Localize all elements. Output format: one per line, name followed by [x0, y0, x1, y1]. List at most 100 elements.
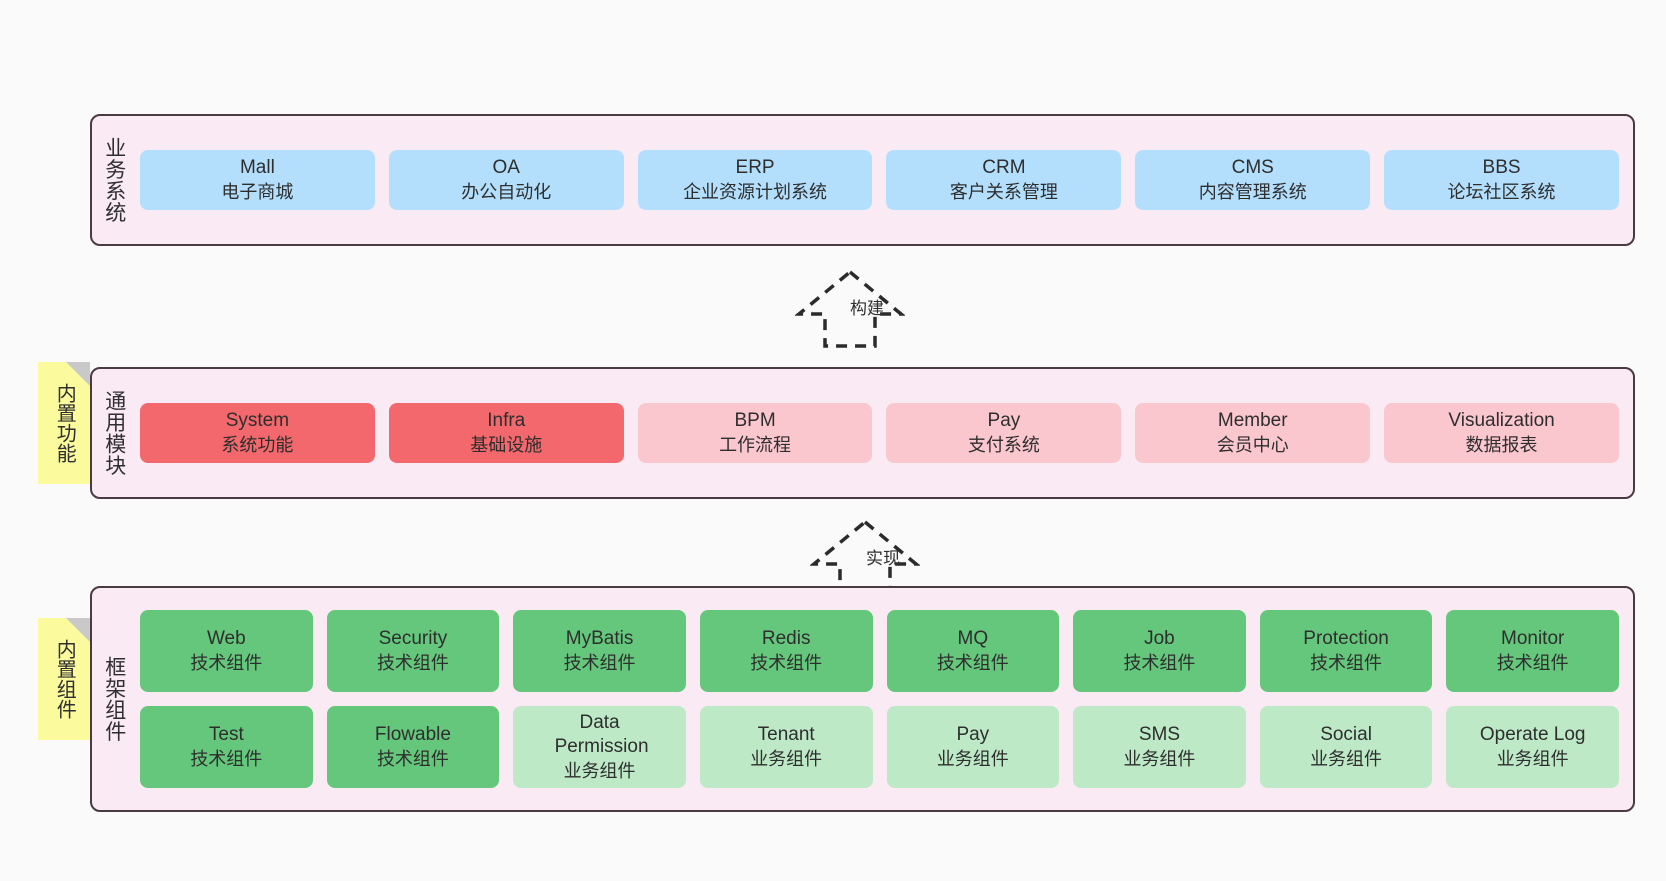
card-mybatis-subtitle: 技术组件 — [563, 652, 636, 673]
card-social-title: Social — [1320, 723, 1372, 745]
layer-common-modules-body: System 系统功能 Infra 基础设施 BPM 工作流程 Pay 支付系统… — [136, 369, 1633, 497]
card-operate-log-subtitle: 业务组件 — [1496, 748, 1569, 769]
card-security[interactable]: Security 技术组件 — [326, 610, 500, 692]
card-data-permission-subtitle: 业务组件 — [563, 761, 636, 781]
card-redis-subtitle: 技术组件 — [750, 652, 823, 673]
card-security-subtitle: 技术组件 — [376, 652, 449, 673]
card-protection-subtitle: 技术组件 — [1310, 652, 1383, 673]
card-mall[interactable]: Mall 电子商城 — [140, 149, 375, 211]
card-operate-log-title: Operate Log — [1479, 723, 1586, 745]
card-flowable-subtitle: 技术组件 — [376, 748, 449, 769]
card-web-subtitle: 技术组件 — [190, 652, 263, 673]
card-mq-subtitle: 技术组件 — [936, 652, 1009, 673]
card-pay-component-subtitle: 业务组件 — [936, 748, 1009, 769]
card-erp-title: ERP — [735, 156, 775, 178]
card-infra[interactable]: Infra 基础设施 — [388, 402, 624, 464]
card-bbs-title: BBS — [1482, 156, 1521, 178]
card-job[interactable]: Job 技术组件 — [1073, 610, 1246, 692]
card-mq[interactable]: MQ 技术组件 — [886, 610, 1060, 692]
note-builtin-features-label: 内置功能 — [53, 383, 76, 463]
card-tenant[interactable]: Tenant 业务组件 — [699, 706, 873, 788]
card-mybatis[interactable]: MyBatis 技术组件 — [513, 610, 686, 692]
card-oa-subtitle: 办公自动化 — [461, 181, 552, 202]
card-visualization-title: Visualization — [1448, 409, 1555, 431]
card-visualization-subtitle: 数据报表 — [1465, 434, 1538, 455]
card-test[interactable]: Test 技术组件 — [140, 706, 313, 788]
card-test-subtitle: 技术组件 — [190, 748, 263, 769]
card-pay-component[interactable]: Pay 业务组件 — [886, 706, 1060, 788]
card-monitor[interactable]: Monitor 技术组件 — [1446, 610, 1619, 692]
card-mall-subtitle: 电子商城 — [221, 181, 294, 202]
card-visualization[interactable]: Visualization 数据报表 — [1384, 402, 1619, 464]
card-social-subtitle: 业务组件 — [1310, 748, 1383, 769]
framework-biz-row: Test 技术组件 Flowable 技术组件 Data Permission … — [140, 706, 1619, 788]
card-pay-component-title: Pay — [956, 723, 990, 745]
card-member-subtitle: 会员中心 — [1216, 434, 1289, 455]
note-builtin-components-label: 内置组件 — [53, 639, 76, 719]
card-sms[interactable]: SMS 业务组件 — [1073, 706, 1246, 788]
layer-common-modules-label: 通用模块 — [102, 390, 126, 476]
card-data-permission[interactable]: Data Permission 业务组件 — [513, 706, 686, 788]
card-sms-title: SMS — [1138, 723, 1181, 745]
card-bpm-subtitle: 工作流程 — [719, 434, 792, 455]
card-monitor-title: Monitor — [1501, 627, 1565, 649]
card-web-title: Web — [206, 627, 246, 649]
card-pay-module-subtitle: 支付系统 — [967, 434, 1040, 455]
layer-framework-components: 框架组件 Web 技术组件 Security 技术组件 MyBatis 技术组件… — [90, 586, 1635, 812]
card-data-permission-title: Data Permission — [554, 711, 649, 758]
card-oa[interactable]: OA 办公自动化 — [388, 149, 624, 211]
card-redis[interactable]: Redis 技术组件 — [699, 610, 873, 692]
card-web[interactable]: Web 技术组件 — [140, 610, 313, 692]
card-system-title: System — [225, 409, 290, 431]
layer-business-systems: 业务系统 Mall 电子商城 OA 办公自动化 ERP 企业资源计划系统 CRM… — [90, 114, 1635, 246]
business-cards-row: Mall 电子商城 OA 办公自动化 ERP 企业资源计划系统 CRM 客户关系… — [140, 149, 1619, 211]
card-flowable-title: Flowable — [374, 723, 451, 745]
framework-tech-row: Web 技术组件 Security 技术组件 MyBatis 技术组件 Redi… — [140, 610, 1619, 692]
module-cards-row: System 系统功能 Infra 基础设施 BPM 工作流程 Pay 支付系统… — [140, 402, 1619, 464]
card-pay-module[interactable]: Pay 支付系统 — [886, 402, 1122, 464]
card-cms[interactable]: CMS 内容管理系统 — [1135, 149, 1371, 211]
layer-common-modules: 通用模块 System 系统功能 Infra 基础设施 BPM 工作流程 Pay… — [90, 367, 1635, 499]
card-infra-title: Infra — [487, 409, 526, 431]
connector-implement-label: 实现 — [866, 549, 900, 568]
layer-business-systems-label: 业务系统 — [102, 137, 126, 223]
card-tenant-subtitle: 业务组件 — [750, 748, 823, 769]
layer-business-systems-body: Mall 电子商城 OA 办公自动化 ERP 企业资源计划系统 CRM 客户关系… — [136, 116, 1633, 244]
connector-build-label: 构建 — [850, 299, 884, 318]
card-security-title: Security — [378, 627, 448, 649]
card-mybatis-title: MyBatis — [565, 627, 634, 649]
layer-framework-components-body: Web 技术组件 Security 技术组件 MyBatis 技术组件 Redi… — [136, 588, 1633, 810]
card-crm-title: CRM — [982, 156, 1026, 178]
card-bpm[interactable]: BPM 工作流程 — [637, 402, 873, 464]
card-social[interactable]: Social 业务组件 — [1259, 706, 1433, 788]
card-protection-title: Protection — [1303, 627, 1389, 649]
card-erp[interactable]: ERP 企业资源计划系统 — [637, 149, 873, 211]
card-job-title: Job — [1144, 627, 1175, 649]
card-redis-title: Redis — [761, 627, 811, 649]
card-test-title: Test — [208, 723, 244, 745]
card-system[interactable]: System 系统功能 — [140, 402, 375, 464]
card-job-subtitle: 技术组件 — [1123, 652, 1196, 673]
card-erp-subtitle: 企业资源计划系统 — [683, 181, 828, 202]
card-pay-module-title: Pay — [987, 409, 1021, 431]
card-flowable[interactable]: Flowable 技术组件 — [326, 706, 500, 788]
card-mq-title: MQ — [957, 627, 989, 649]
card-system-subtitle: 系统功能 — [221, 434, 294, 455]
card-bbs-subtitle: 论坛社区系统 — [1447, 181, 1556, 202]
card-tenant-title: Tenant — [757, 723, 815, 745]
card-member-title: Member — [1217, 409, 1288, 431]
card-bbs[interactable]: BBS 论坛社区系统 — [1384, 149, 1619, 211]
card-monitor-subtitle: 技术组件 — [1496, 652, 1569, 673]
card-infra-subtitle: 基础设施 — [470, 434, 543, 455]
card-protection[interactable]: Protection 技术组件 — [1259, 610, 1433, 692]
card-crm[interactable]: CRM 客户关系管理 — [886, 149, 1122, 211]
card-bpm-title: BPM — [734, 409, 776, 431]
layer-framework-components-label: 框架组件 — [102, 656, 126, 742]
card-member[interactable]: Member 会员中心 — [1135, 402, 1371, 464]
card-mall-title: Mall — [239, 156, 275, 178]
card-crm-subtitle: 客户关系管理 — [949, 181, 1058, 202]
card-oa-title: OA — [492, 156, 520, 178]
card-operate-log[interactable]: Operate Log 业务组件 — [1446, 706, 1619, 788]
card-sms-subtitle: 业务组件 — [1123, 748, 1196, 769]
